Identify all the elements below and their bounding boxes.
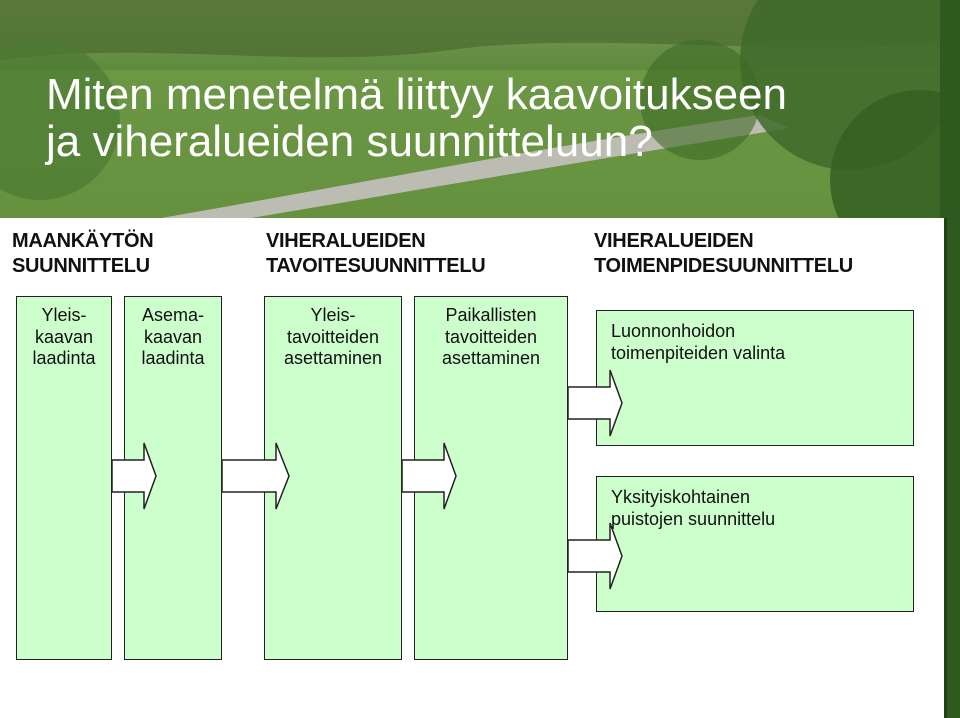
box-label: Luonnonhoidon toimenpiteiden valinta <box>611 321 786 363</box>
box-yleiskaavan-laadinta: Yleis- kaavan laadinta <box>16 296 112 660</box>
header-tavoitesuunnittelu: VIHERALUEIDEN TAVOITESUUNNITTELU <box>266 230 486 277</box>
box-label: Paikallisten tavoitteiden asettaminen <box>441 305 541 369</box>
box-paikallisten-tavoitteiden-asettaminen: Paikallisten tavoitteiden asettaminen <box>414 296 568 660</box>
header-toimenpidesuunnittelu: VIHERALUEIDEN TOIMENPIDESUUNNITTELU <box>594 230 853 277</box>
box-label: Asema- kaavan laadinta <box>141 305 205 369</box>
box-asemakaavan-laadinta: Asema- kaavan laadinta <box>124 296 222 660</box>
box-luonnonhoidon-toimenpiteiden-valinta: Luonnonhoidon toimenpiteiden valinta <box>596 310 914 446</box>
page-title: Miten menetelmä liittyy kaavoitukseen ja… <box>46 70 787 166</box>
box-yksityiskohtainen-puistojen-suunnittelu: Yksityiskohtainen puistojen suunnittelu <box>596 476 914 612</box>
box-label: Yleis- tavoitteiden asettaminen <box>283 305 383 369</box>
box-label: Yleis- kaavan laadinta <box>32 305 96 369</box>
box-label: Yksityiskohtainen puistojen suunnittelu <box>611 487 776 529</box>
box-yleistavoitteiden-asettaminen: Yleis- tavoitteiden asettaminen <box>264 296 402 660</box>
header-maankayton-suunnittelu: MAANKÄYTÖN SUUNNITTELU <box>12 230 154 277</box>
